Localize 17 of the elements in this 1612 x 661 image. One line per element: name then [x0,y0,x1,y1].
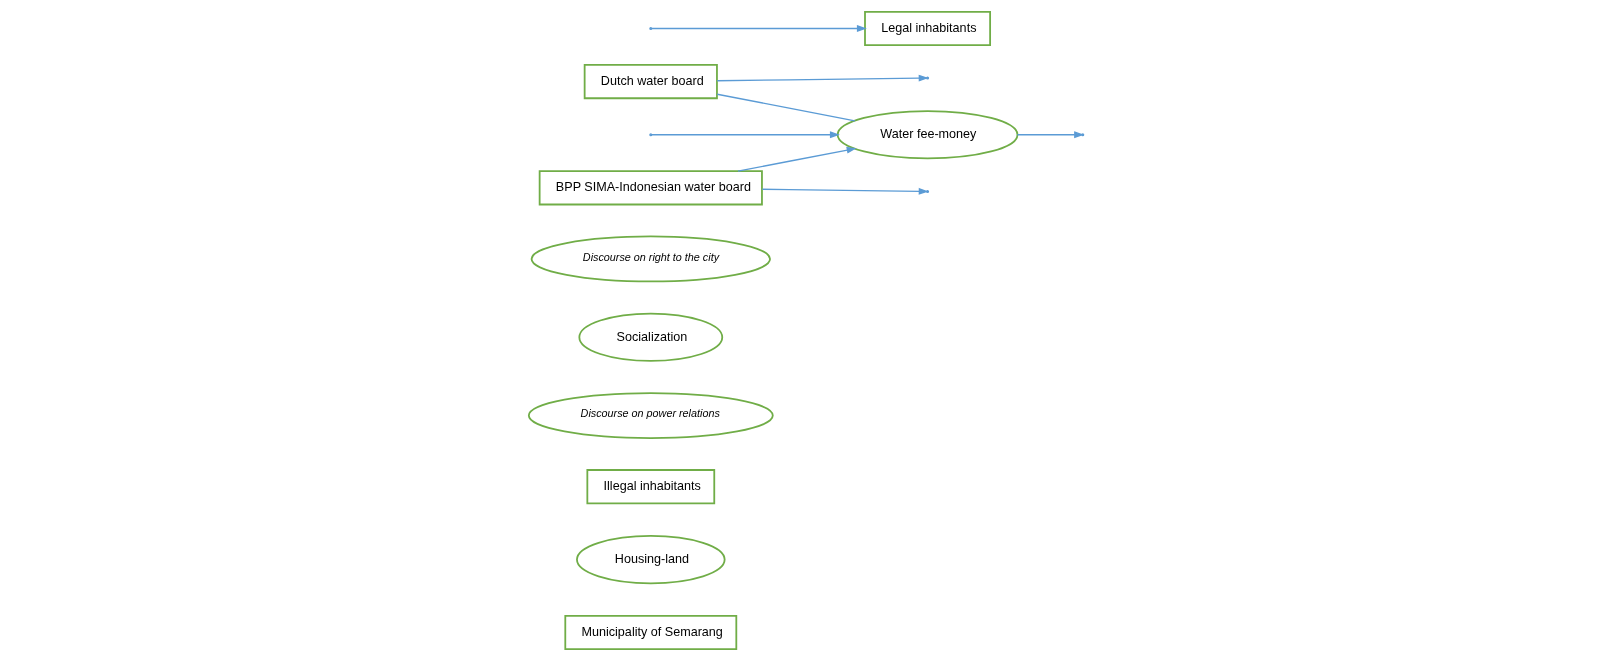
arrow [1016,131,1085,139]
node-ellipse: Discourse on right to the city [530,235,771,283]
node-box: BPP SIMA-Indonesian water board [538,170,763,206]
connector [716,93,856,122]
arrow [651,131,840,139]
arrow [737,146,857,172]
node-box: Municipality of Semarang [564,614,738,651]
node-ellipse: Housing-land [576,535,726,585]
node-ellipse: Discourse on power relations [527,392,774,439]
arrow [651,25,867,32]
node-ellipse: Water fee-money [836,110,1019,160]
arrow [716,74,929,82]
node-box: Dutch water board [583,64,718,100]
node-box: Legal inhabitants [864,10,991,47]
node-box: Illegal inhabitants [586,469,716,505]
node-ellipse: Socialization [578,312,724,362]
arrow [761,187,929,195]
